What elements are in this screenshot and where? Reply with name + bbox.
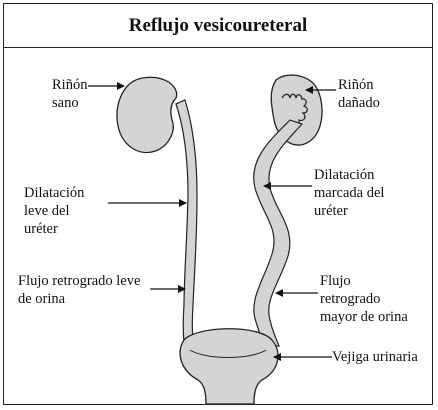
bladder-shape	[179, 328, 279, 405]
diagram-title: Reflujo vesicoureteral	[4, 4, 432, 48]
label-mild-reflux-line-2: de orina	[18, 291, 66, 307]
label-healthy-kidney: Riñón sano	[52, 76, 87, 112]
label-major-reflux: Flujo retrogrado mayor de orina	[320, 272, 408, 326]
label-marked-dilation-line-3: uréter	[314, 203, 348, 219]
label-marked-dilation-line-1: Dilatación	[314, 167, 375, 183]
label-major-reflux-line-1: Flujo	[320, 273, 351, 289]
label-bladder: Vejiga urinaria	[332, 348, 418, 366]
label-mild-reflux-line-1: Flujo retrogrado leve	[18, 273, 141, 289]
label-mild-dilation-line-2: leve del	[24, 203, 70, 219]
label-marked-dilation: Dilatación marcada del uréter	[314, 166, 384, 220]
mild-ureter-shape	[175, 99, 198, 343]
label-damaged-kidney-line-2: dañado	[338, 95, 380, 111]
label-major-reflux-line-2: retrogrado	[320, 291, 381, 307]
label-marked-dilation-line-2: marcada del	[314, 185, 385, 201]
label-damaged-kidney: Riñón dañado	[338, 76, 380, 112]
tortuous-ureter-shape	[253, 119, 304, 347]
label-damaged-kidney-line-1: Riñón	[338, 77, 374, 93]
label-major-reflux-line-3: mayor de orina	[320, 309, 408, 325]
label-mild-dilation: Dilatación leve del uréter	[24, 184, 84, 238]
label-mild-dilation-line-3: uréter	[24, 221, 58, 237]
label-mild-dilation-line-1: Dilatación	[24, 185, 85, 201]
healthy-kidney-shape	[116, 76, 178, 154]
label-healthy-kidney-line-1: Riñón	[52, 77, 88, 93]
label-healthy-kidney-line-2: sano	[52, 95, 79, 111]
label-mild-reflux: Flujo retrogrado leve de orina	[18, 272, 140, 308]
damaged-kidney-tubules	[281, 93, 308, 127]
bladder-opening	[189, 349, 267, 358]
label-bladder-line-1: Vejiga urinaria	[332, 349, 418, 365]
